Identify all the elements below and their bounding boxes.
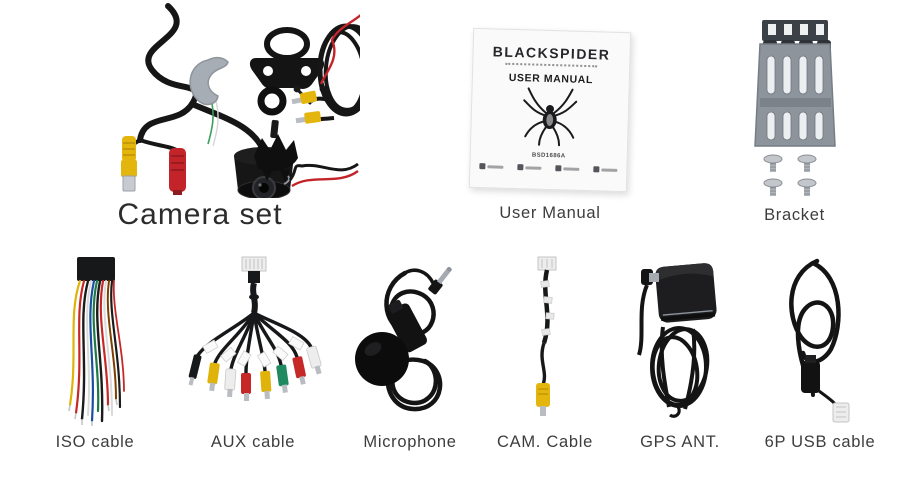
usb-cable-item: 6P USB cable xyxy=(745,255,895,452)
rca-yellow-female xyxy=(121,136,137,192)
camera-set-item: Camera set xyxy=(40,0,360,232)
website-icon xyxy=(517,164,524,171)
user-manual-label: User Manual xyxy=(499,204,601,222)
aux-cable-item: AUX cable xyxy=(178,255,328,452)
microphone-label: Microphone xyxy=(363,433,457,451)
camera-cable-branch xyxy=(189,101,267,155)
brand-logo: BLACKSPIDER xyxy=(492,43,611,63)
mounting-bracket xyxy=(753,20,836,147)
manual-title: USER MANUAL xyxy=(508,71,594,87)
iso-cable-photo xyxy=(68,257,125,426)
white-trigger-wire xyxy=(212,97,219,147)
usb-cable-label: 6P USB cable xyxy=(764,433,876,451)
camera-cable xyxy=(137,3,199,143)
microphone-photo xyxy=(355,266,452,412)
gps-antenna-item: GPS ANT. xyxy=(605,255,755,452)
manual-model-number: BSD1686A xyxy=(531,152,566,160)
gps-antenna-label: GPS ANT. xyxy=(640,433,720,451)
bracket-photo xyxy=(753,20,836,196)
aux-branches xyxy=(196,311,313,375)
microphone-item: Microphone xyxy=(335,255,485,452)
aux-cable-photo xyxy=(188,256,322,401)
iso-cable-item: ISO cable xyxy=(20,255,170,452)
spider-logo-icon xyxy=(523,87,578,147)
bracket-item: Bracket xyxy=(712,14,877,225)
cam-cable-upper xyxy=(541,269,550,344)
cam-cable-lower xyxy=(540,342,547,386)
red-power-connector xyxy=(169,148,186,195)
manual-footer-icons xyxy=(479,163,618,173)
gps-cable-lead xyxy=(637,284,649,356)
power-lead-wire xyxy=(288,162,359,188)
rca-yellow-male xyxy=(536,383,550,416)
jack-plug-3-5mm xyxy=(428,266,452,295)
usb-cable-photo xyxy=(789,258,850,423)
cam-cable-label: CAM. Cable xyxy=(497,433,593,451)
microphone-cable xyxy=(384,268,443,412)
facebook-icon xyxy=(479,163,486,170)
camera-set-photo xyxy=(121,3,360,198)
brand-tagline-strip xyxy=(505,62,598,68)
bracket-label: Bracket xyxy=(764,206,825,224)
microphone-disc xyxy=(355,332,409,386)
reverse-trigger-wire xyxy=(319,14,360,85)
aux-cable-label: AUX cable xyxy=(210,433,296,451)
usb-plug xyxy=(801,355,820,393)
cam-cable-tape xyxy=(540,280,555,336)
usb-6p-connector xyxy=(832,402,850,423)
gps-module xyxy=(655,263,717,323)
iso-cable-label: ISO cable xyxy=(55,433,135,451)
rubber-o-ring xyxy=(257,86,287,116)
bracket-screws xyxy=(763,154,816,196)
cam-cable-item: CAM. Cable xyxy=(470,255,620,452)
hole-saw-bit xyxy=(254,119,298,182)
aux-plugs xyxy=(188,345,322,401)
rca-yellow-male-1 xyxy=(291,90,318,105)
cam-connector-white xyxy=(537,256,557,271)
user-manual-item: BLACKSPIDER USER MANUAL BSD1686A xyxy=(440,27,660,223)
aux-tags xyxy=(202,335,305,368)
cam-cable-photo xyxy=(536,256,557,416)
manual-cover: BLACKSPIDER USER MANUAL BSD1686A xyxy=(468,27,632,193)
speaker-icon xyxy=(555,165,562,172)
gps-elbow-connector xyxy=(641,269,659,285)
gps-cable-coil xyxy=(650,326,710,418)
gray-bracket-piece xyxy=(189,56,229,106)
rca-yellow-male-2 xyxy=(295,111,322,124)
gps-antenna-photo xyxy=(637,263,717,418)
microphone-clip xyxy=(386,299,428,353)
camera-set-label: Camera set xyxy=(117,198,283,231)
bare-wire-tips xyxy=(68,398,118,426)
iso-wires xyxy=(68,279,125,423)
camera-mount-bracket xyxy=(249,27,325,89)
iso-connector xyxy=(77,257,115,281)
video-extension-cable xyxy=(291,14,360,124)
instagram-icon xyxy=(593,166,600,173)
